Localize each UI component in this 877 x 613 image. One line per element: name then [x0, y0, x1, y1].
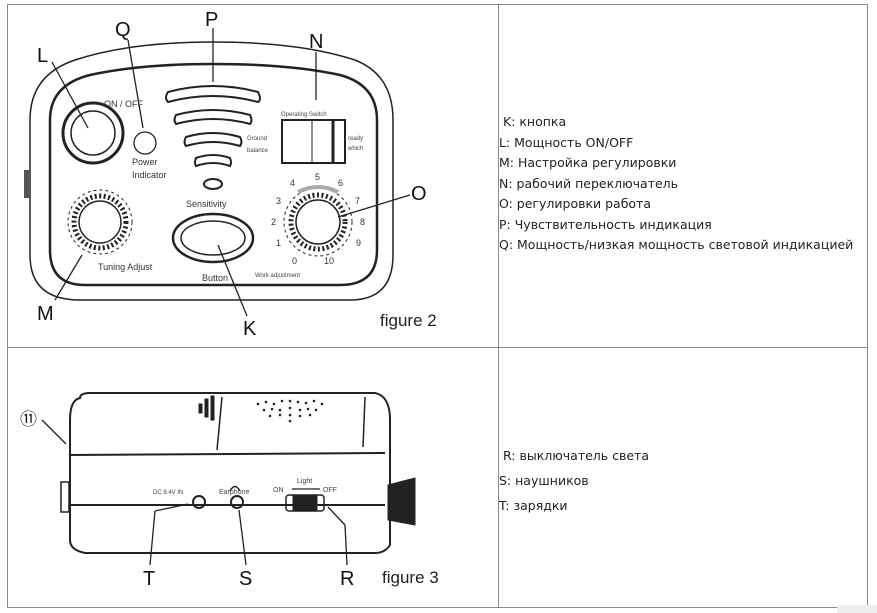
description-T: T: зарядки	[499, 498, 568, 513]
figure-2-caption: figure 2	[380, 311, 437, 330]
scale-3: 3	[276, 196, 281, 206]
on-off-label: ON / OFF	[104, 99, 143, 109]
figure-3-diagram: T S R ⑪ figure 3 DC 8.4V IN Earphone Lig…	[20, 392, 439, 590]
power-label: Power	[132, 157, 158, 167]
callout-R: R	[340, 568, 354, 590]
callout-Q: Q	[115, 19, 131, 41]
operating-switch-label: Operating Switch	[281, 112, 327, 118]
light-label: Light	[297, 478, 312, 485]
scale-7: 7	[355, 196, 360, 206]
description-P: P: Чувствительность индикация	[499, 216, 712, 232]
light-off-label: OFF	[323, 487, 337, 494]
scale-0: 0	[292, 256, 297, 266]
scale-5: 5	[315, 172, 320, 182]
which-label: which	[347, 146, 363, 152]
callout-S: S	[239, 568, 252, 590]
callout-P: P	[205, 9, 218, 31]
balance-label: balance	[247, 148, 269, 154]
description-S: S: наушников	[499, 473, 589, 488]
scale-2: 2	[271, 217, 276, 227]
description-M: M: Настройка регулировки	[499, 155, 677, 170]
figure-2-diagram: L Q P N O M K figure 2 ON / OFF Power In…	[24, 9, 437, 340]
description-K: K: кнопка	[503, 114, 567, 129]
earphone-label: Earphone	[219, 489, 249, 496]
ground-label: Ground	[247, 136, 267, 142]
callout-N: N	[309, 31, 323, 53]
table-column-divider	[498, 4, 499, 608]
dc-in-label: DC 8.4V IN	[153, 490, 183, 496]
callout-O: O	[411, 183, 427, 205]
scale-4: 4	[290, 178, 295, 188]
scale-10: 10	[324, 256, 334, 266]
description-N: N: рабочий переключатель	[499, 175, 679, 191]
callout-11: ⑪	[20, 410, 37, 429]
page-corner-shadow	[837, 605, 877, 613]
figure-2-descriptions: K: кнопка L: Мощность ON/OFF M: Настройк…	[499, 112, 853, 256]
callout-K: K	[243, 318, 257, 340]
scale-8: 8	[360, 217, 365, 227]
callout-L: L	[37, 45, 48, 67]
description-L: L: Мощность ON/OFF	[499, 134, 634, 150]
ready-label: ready	[348, 136, 363, 142]
document-table	[7, 4, 868, 608]
button-label: Button	[202, 273, 228, 283]
description-R: R: выключатель света	[503, 448, 650, 463]
callout-T: T	[143, 568, 155, 590]
figure-3-descriptions: R: выключатель света S: наушников T: зар…	[499, 443, 649, 518]
indicator-label: Indicator	[132, 170, 167, 180]
light-on-label: ON	[273, 487, 284, 494]
table-row-divider	[7, 347, 868, 348]
scale-1: 1	[276, 238, 281, 248]
scale-6: 6	[338, 178, 343, 188]
callout-M: M	[37, 303, 54, 325]
scale-9: 9	[356, 238, 361, 248]
description-O: O: регулировки работа	[499, 196, 651, 211]
description-Q: Q: Мощность/низкая мощность световой инд…	[499, 237, 854, 252]
sensitivity-label: Sensitivity	[186, 199, 227, 209]
work-adjustment-label: Work adjustment	[255, 273, 300, 279]
figure-3-caption: figure 3	[382, 568, 439, 587]
tuning-adjust-label: Tuning Adjust	[98, 262, 153, 272]
